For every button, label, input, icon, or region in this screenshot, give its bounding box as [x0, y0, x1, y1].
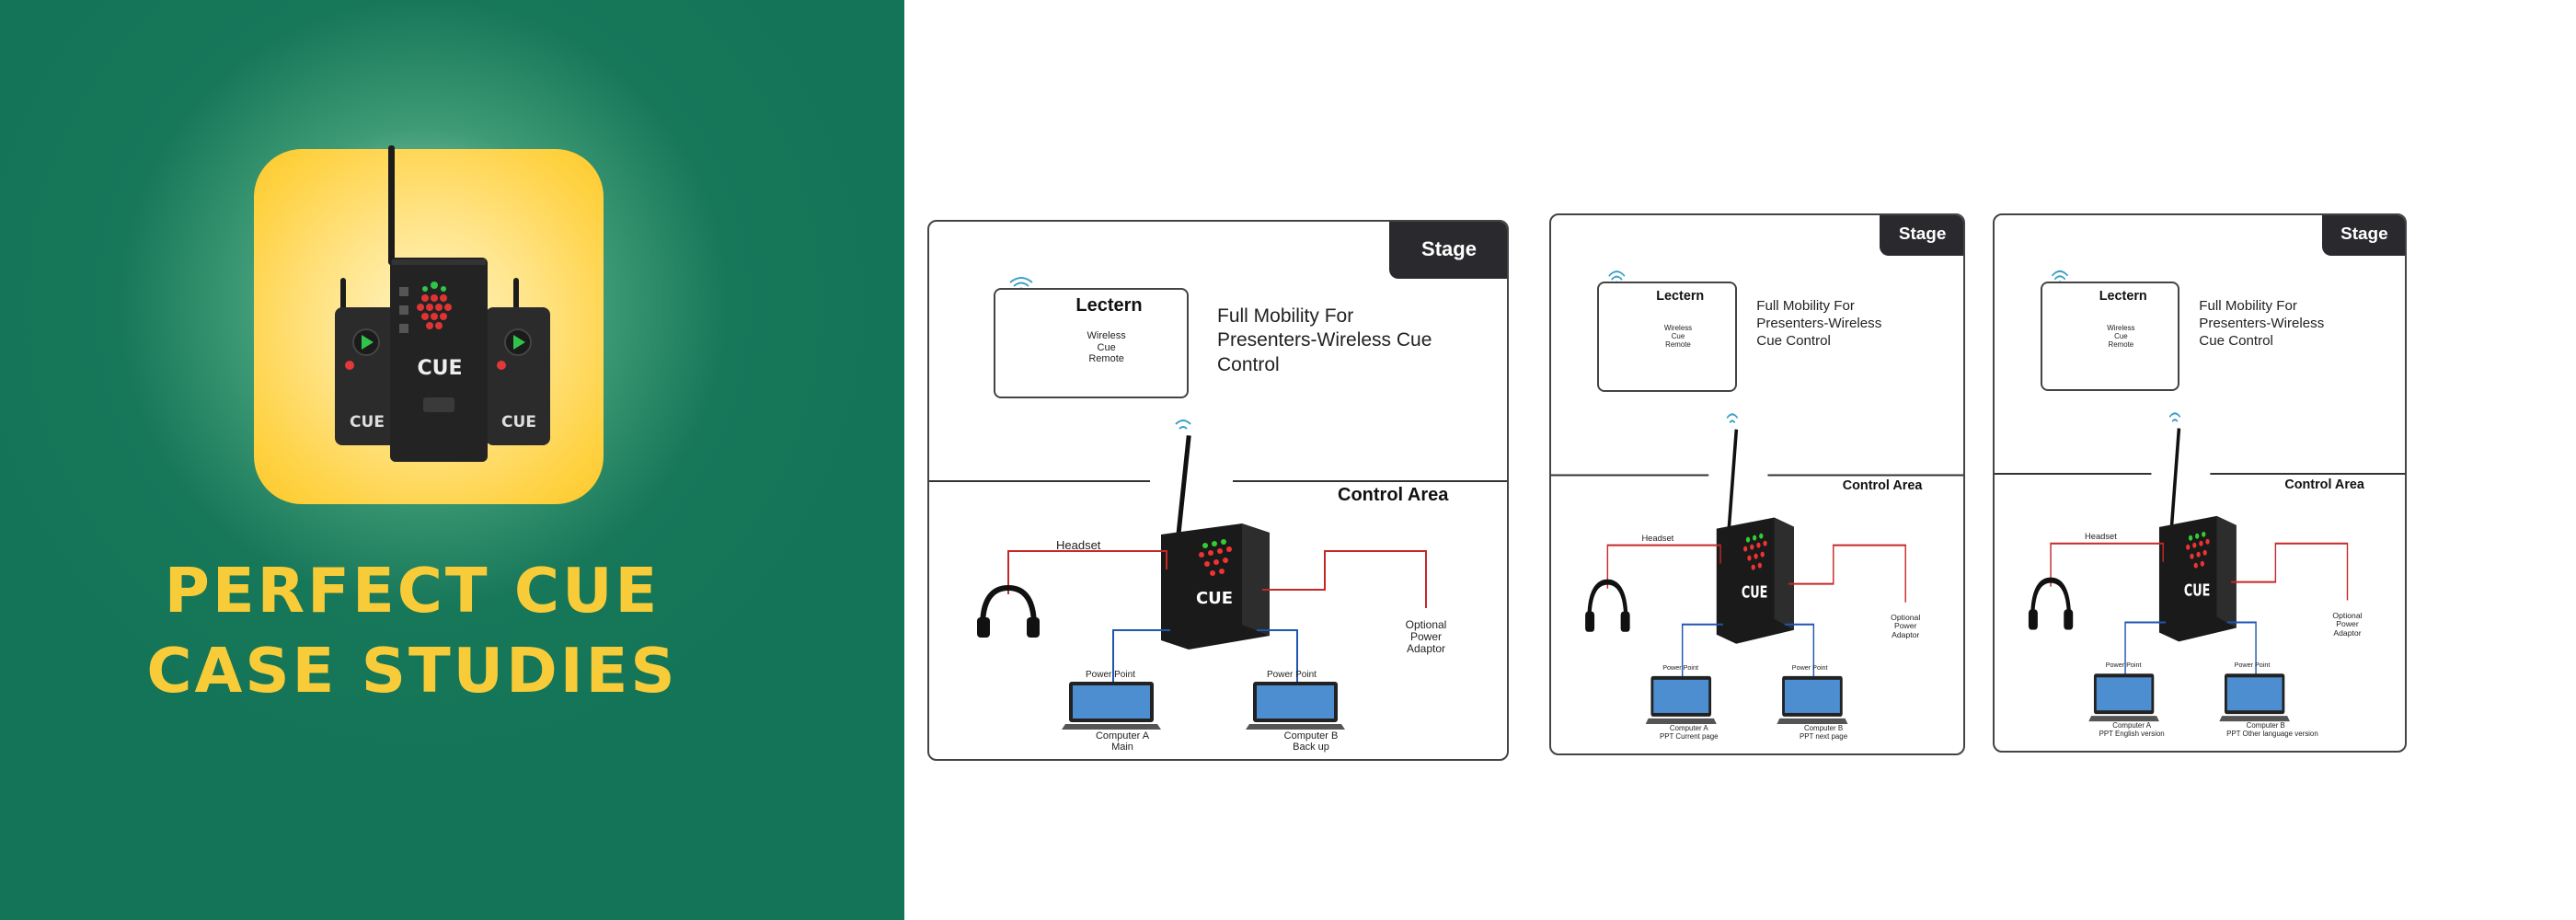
headset-icon [2028, 577, 2074, 630]
computer-b-sub: PPT Other language version [2226, 729, 2318, 738]
cue-unit-icon: CUE [1161, 420, 1270, 650]
power-point-tag-b: Power Point [1267, 670, 1317, 680]
computer-b-sub: Back up [1293, 742, 1329, 753]
hero-title-line-1: PERFECT CUE [164, 555, 661, 627]
computer-a-sub: PPT English version [2099, 729, 2165, 738]
laptop-a-icon [1645, 675, 1717, 724]
control-area-label: Control Area [2284, 477, 2364, 493]
power-point-tag-b: Power Point [1791, 662, 1828, 672]
power-point-tag-b: Power Point [2234, 661, 2271, 670]
computer-a-name: Computer A [1095, 730, 1150, 742]
diagram-panel-1: CueCUEStageLecternWireless Cue Remote Ful… [927, 220, 1509, 761]
hero-title-line-2: CASE STUDIES [146, 635, 678, 707]
remote-label: Wireless Cue Remote [1087, 330, 1126, 365]
cue-device-icon: CUE CUE CUE [254, 145, 604, 504]
cue-unit-label: CUE [1196, 589, 1233, 608]
computer-a-name: Computer A [2112, 721, 2151, 730]
lectern-title: Lectern [2099, 288, 2147, 304]
lectern-title: Lectern [1656, 288, 1705, 304]
computer-a-name: Computer A [1669, 723, 1708, 732]
headset-icon [977, 584, 1040, 638]
control-area-label: Control Area [1338, 485, 1449, 505]
computer-b-name: Computer B [1803, 723, 1844, 732]
optional-power-label: Optional Power Adaptor [2332, 610, 2363, 638]
headset-icon [1585, 579, 1630, 632]
diagram-artwork: CueCUE [929, 277, 1507, 730]
mobility-text: Full Mobility For Presenters-Wireless Cu… [1217, 305, 1432, 375]
cue-unit-icon: CUE [2158, 412, 2237, 642]
power-point-tag-a: Power Point [1662, 662, 1699, 672]
cue-unit-label: CUE [2184, 581, 2210, 600]
hero-panel: CUE CUE CUE PERFECT C [0, 0, 904, 920]
stage-tab: Stage [1880, 215, 1963, 257]
device-label: CUE [417, 357, 462, 380]
headset-label: Headset [1056, 538, 1101, 552]
computer-b-name: Computer B [2246, 721, 2285, 730]
control-area-label: Control Area [1842, 478, 1923, 494]
power-point-tag-a: Power Point [1086, 670, 1135, 680]
remote-label: Wireless Cue Remote [1663, 324, 1693, 350]
svg-text:CUE: CUE [501, 413, 536, 431]
mobility-text: Full Mobility For Presenters-Wireless Cu… [1756, 298, 1882, 349]
laptop-b-icon [1246, 682, 1345, 730]
optional-power-label: Optional Power Adaptor [1891, 612, 1921, 639]
diagram-panel-2: CueCUEStageLecternWireless Cue RemoteFul… [1549, 213, 1965, 755]
remote-label: Wireless Cue Remote [2107, 323, 2135, 349]
laptop-b-icon [1777, 675, 1848, 724]
power-point-tag-a: Power Point [2105, 661, 2142, 670]
svg-text:CUE: CUE [350, 413, 385, 431]
lectern-title: Lectern [1075, 294, 1143, 316]
computer-a-sub: PPT Current page [1660, 731, 1719, 741]
laptop-b-icon [2219, 673, 2291, 722]
computer-b-name: Computer B [1283, 730, 1339, 742]
optional-power-label: Optional Power Adaptor [1405, 618, 1447, 656]
mobility-text: Full Mobility For Presenters-Wireless Cu… [2199, 297, 2325, 349]
stage-tab: Stage [1389, 222, 1507, 279]
laptop-a-icon [1062, 682, 1161, 730]
computer-a-sub: Main [1111, 742, 1133, 753]
headset-label: Headset [1641, 533, 1674, 543]
laptop-a-icon [2088, 673, 2159, 722]
cue-unit-icon: CUE [1716, 413, 1794, 644]
computer-b-sub: PPT next page [1799, 731, 1848, 741]
diagram-panel-3: CueCUEStageLecternWireless Cue RemoteFul… [1993, 213, 2407, 753]
cue-unit-label: CUE [1742, 581, 1768, 602]
stage-tab: Stage [2321, 215, 2405, 257]
headset-label: Headset [2085, 531, 2117, 541]
